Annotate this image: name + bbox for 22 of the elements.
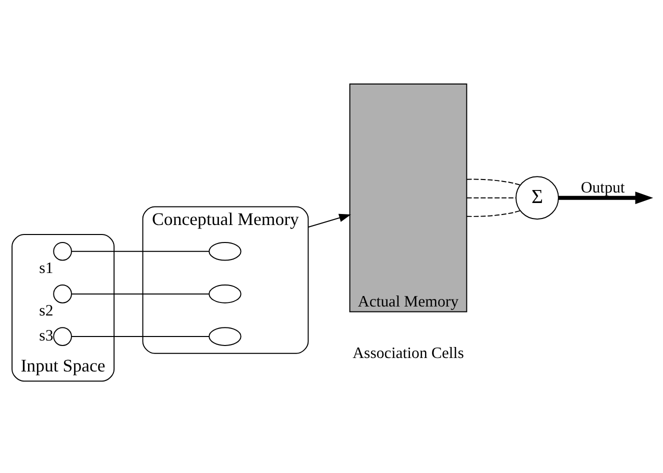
node-ellipse [208,327,242,346]
node-circle [53,327,72,346]
label: Association Cells [352,345,464,362]
node-label: s3 [39,327,54,344]
node-circle: Σ [516,176,559,220]
node-ellipse [208,242,242,261]
connector [466,210,521,217]
edge-label: Output [580,180,625,197]
node-circle [53,284,72,304]
connector [71,336,210,338]
connector [466,178,521,186]
connector [466,197,516,198]
connector [71,293,210,294]
node-ellipse [208,284,242,304]
node-label: s1 [39,260,54,277]
node-box: Actual Memory [349,83,468,312]
arrow [558,192,654,204]
connector [71,250,210,252]
cluster: Conceptual Memory [142,206,309,354]
arrow [308,214,352,228]
node-circle [53,242,72,261]
node-label: s2 [39,302,54,320]
